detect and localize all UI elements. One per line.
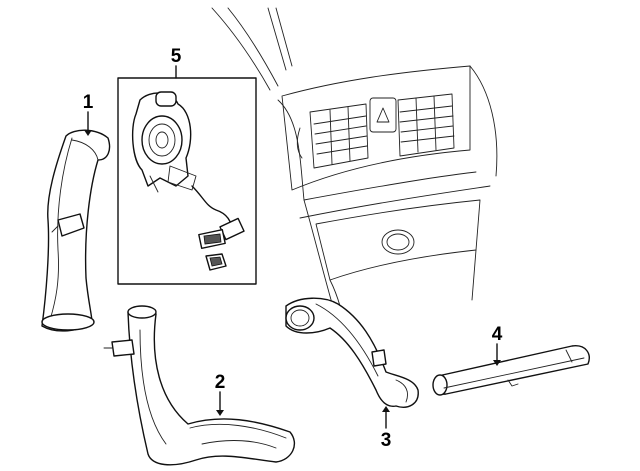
leader-lines	[84, 65, 501, 429]
part-1-air-duct-icon	[41, 129, 111, 332]
part-4-channel-tube-icon	[432, 345, 590, 396]
callout-2: 2	[215, 372, 226, 393]
console-vent-panel-illustration	[211, 7, 498, 337]
wire-harness-icon	[191, 185, 245, 271]
hazard-button-icon	[369, 97, 397, 133]
part-5-group	[117, 77, 257, 285]
callout-4: 4	[492, 324, 503, 345]
callout-5: 5	[171, 46, 182, 67]
arrowhead-1	[84, 130, 92, 136]
arrowhead-2	[216, 410, 224, 416]
right-vent-icon	[397, 93, 455, 157]
callout-3: 3	[381, 430, 392, 451]
part-3-air-duct-icon	[285, 297, 419, 408]
actuator-motor-icon	[131, 91, 197, 193]
arrowhead-3	[382, 406, 390, 412]
callout-1: 1	[83, 92, 94, 113]
arrowhead-4	[493, 360, 501, 366]
part-5-box	[117, 77, 257, 285]
part-2-air-duct-icon	[103, 305, 295, 466]
left-vent-icon	[309, 103, 369, 169]
